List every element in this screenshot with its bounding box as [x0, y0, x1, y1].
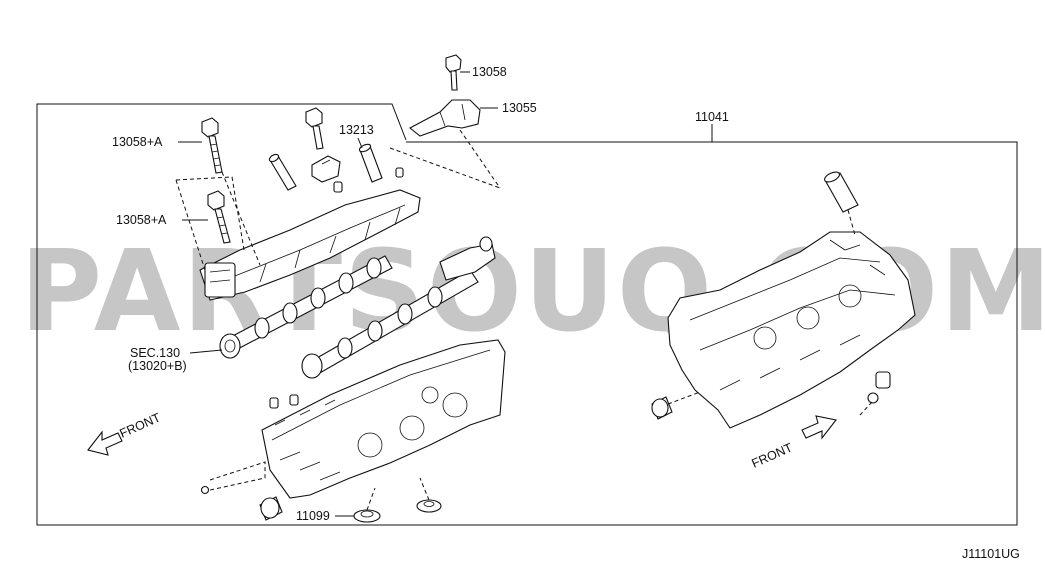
dashed-guide-6: [209, 461, 266, 491]
plug-right: [867, 371, 891, 404]
callout-13213: 13213: [339, 123, 374, 137]
callout-11099: 11099: [296, 509, 330, 523]
leader-sec130: [189, 349, 223, 354]
dashed-guide-10: [667, 391, 701, 405]
cylinder-head-left: [261, 339, 506, 499]
callout-sec130: SEC.130: [130, 346, 180, 360]
dashed-guide-3: [221, 171, 261, 266]
diagram-code: J11101UG: [962, 547, 1020, 561]
seal-11099-b: [416, 499, 442, 513]
seal-left-lower: [259, 496, 283, 521]
tube-right: [824, 171, 859, 213]
bracket-13055: [409, 99, 481, 137]
dashed-guide-11: [859, 401, 873, 416]
callout-sec130-sub: (13020+B): [128, 359, 187, 373]
callout-13058: 13058: [472, 65, 507, 79]
bolt-13058: [445, 54, 462, 91]
bolt-top-center: [305, 107, 324, 150]
callout-13058a-top: 13058+A: [112, 135, 163, 149]
dowels-left: [333, 167, 404, 193]
plug-left: [200, 485, 210, 495]
camshaft-2: [301, 236, 496, 379]
bracket-small: [311, 155, 341, 183]
leader-13213: [357, 137, 363, 149]
cylinder-head-right: [667, 231, 916, 429]
dashed-guide-4: [389, 147, 501, 189]
arrow-front-left-icon: [87, 430, 123, 456]
dashed-guide-2: [175, 179, 206, 271]
tube-13213: [358, 143, 383, 183]
dashed-guide-5: [459, 129, 501, 189]
arrow-front-right-icon: [801, 415, 837, 440]
seal-right: [651, 396, 673, 420]
callout-13055: 13055: [502, 101, 537, 115]
front-label-left: FRONT: [118, 410, 163, 440]
camshaft-1: [219, 255, 393, 359]
dashed-guide-7: [366, 487, 376, 511]
seal-11099-a: [353, 509, 381, 523]
dowels-head-left: [269, 394, 299, 409]
assembly-outline: [36, 103, 1018, 526]
tube-left: [268, 153, 297, 191]
dashed-guide-9: [847, 209, 856, 236]
bolt-13058a-mid: [207, 190, 231, 244]
dashed-guide-1: [175, 176, 245, 251]
callout-11041: 11041: [695, 110, 729, 124]
callout-13058a-mid: 13058+A: [116, 213, 167, 227]
dashed-guide-8: [419, 477, 430, 501]
bolt-13058a-top: [201, 117, 223, 174]
upper-cam-bracket: [199, 189, 421, 301]
front-label-right: FRONT: [750, 440, 795, 470]
